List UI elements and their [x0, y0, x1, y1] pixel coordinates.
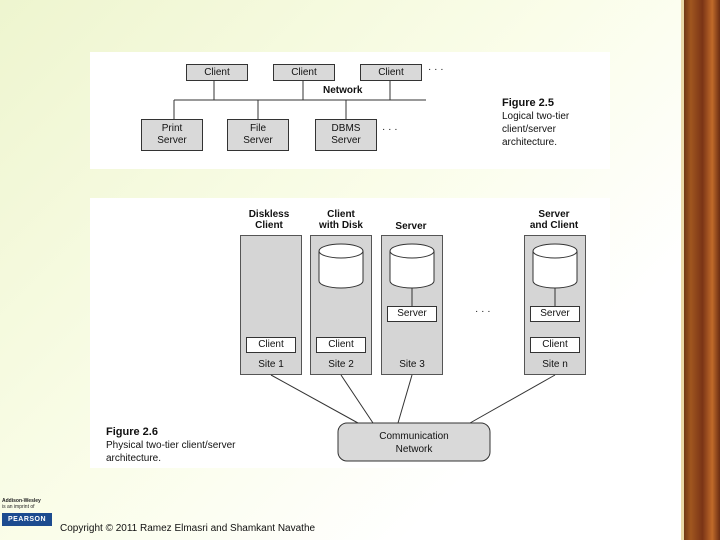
server-label: Server — [331, 135, 361, 146]
client-box-site-2: Client — [316, 337, 366, 353]
pearson-logo: PEARSON — [2, 513, 52, 526]
dbms-server-box: DBMS Server — [315, 119, 377, 151]
header-line: Client — [327, 209, 355, 220]
communication-network-label: Communication Network — [338, 430, 490, 456]
figure-2-5-caption-line: Logical two-tier — [502, 111, 570, 122]
figure-2-6-caption-line: Physical two-tier client/server — [106, 440, 236, 451]
print-server-box: Print Server — [141, 119, 203, 151]
client-label: Client — [378, 66, 404, 78]
comm-line: Communication — [379, 431, 449, 442]
publisher-line: is an imprint of — [2, 504, 35, 510]
header-client-with-disk: Client with Disk — [314, 209, 368, 231]
figure-2-5-lines — [173, 80, 426, 134]
server-label: DBMS — [331, 123, 361, 134]
figure-2-5-caption-line: architecture. — [502, 137, 558, 148]
figure-2-6-panel: Diskless Client Client with Disk Server … — [90, 198, 610, 468]
figure-2-6-caption-title: Figure 2.6 — [106, 426, 158, 438]
header-line: Server — [538, 209, 570, 220]
site-label: Site 1 — [258, 359, 284, 370]
server-label: Server — [157, 135, 187, 146]
network-label: Network — [323, 85, 363, 96]
comm-line: Network — [395, 444, 433, 455]
client-ellipsis: · · · — [428, 64, 444, 75]
server-label: Server — [243, 135, 273, 146]
figure-2-6-caption-line: architecture. — [106, 453, 162, 464]
copyright-text: Copyright © 2011 Ramez Elmasri and Shamk… — [60, 523, 316, 534]
server-label: Print — [161, 123, 183, 134]
client-label: Client — [291, 66, 317, 78]
sites-ellipsis: · · · — [475, 306, 491, 317]
header-diskless-client: Diskless Client — [242, 209, 296, 231]
client-box-site-1: Client — [246, 337, 296, 353]
disk-icon — [389, 243, 435, 289]
publisher-line: Addison-Wesley — [2, 498, 41, 504]
header-line: Diskless — [248, 209, 290, 220]
client-box-1: Client — [186, 64, 248, 81]
client-label: Client — [204, 66, 230, 78]
header-line: and Client — [529, 220, 579, 231]
header-line: with Disk — [319, 220, 363, 231]
client-box-3: Client — [360, 64, 422, 81]
disk-icon — [532, 243, 578, 289]
server-box-site-n: Server — [530, 306, 580, 322]
figure-2-5-caption-line: client/server — [502, 124, 556, 135]
site-label: Site n — [542, 359, 568, 370]
site-label: Site 3 — [399, 359, 425, 370]
figure-2-6-drawing — [270, 243, 578, 462]
figure-2-5-caption-title: Figure 2.5 — [502, 97, 554, 109]
publisher-logo: Addison-Wesley is an imprint of PEARSON — [2, 498, 54, 526]
server-box-site-3: Server — [387, 306, 437, 322]
site-label: Site 2 — [328, 359, 354, 370]
client-box-site-n: Client — [530, 337, 580, 353]
server-ellipsis: · · · — [382, 124, 398, 135]
client-box-2: Client — [273, 64, 335, 81]
decorative-right-strip — [681, 0, 720, 540]
server-label: File — [249, 123, 267, 134]
header-server: Server — [384, 209, 438, 232]
header-server-and-client: Server and Client — [526, 209, 582, 231]
header-line: Server — [395, 221, 427, 232]
figure-2-5-panel: Client Client Client · · · Network Print… — [90, 52, 610, 169]
disk-icon — [318, 243, 364, 289]
file-server-box: File Server — [227, 119, 289, 151]
header-line: Client — [255, 220, 283, 231]
